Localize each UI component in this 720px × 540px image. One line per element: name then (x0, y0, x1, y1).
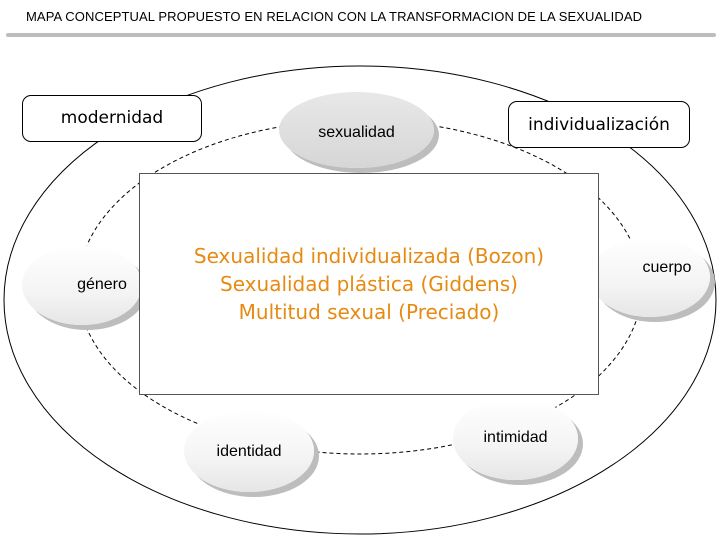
node-individualizacion-label: individualización (528, 114, 670, 135)
node-individualizacion: individualización (508, 101, 690, 148)
central-line-3: Multitud sexual (Preciado) (238, 300, 500, 324)
node-cuerpo-label: cuerpo (642, 259, 692, 276)
node-intimidad: intimidad (453, 398, 578, 480)
node-identidad-label: identidad (216, 443, 282, 460)
node-genero-label: género (77, 276, 127, 293)
title-underline (6, 33, 716, 37)
central-line-1: Sexualidad individualizada (Bozon) (193, 244, 545, 268)
node-intimidad-label: intimidad (483, 429, 548, 446)
diagram-title: MAPA CONCEPTUAL PROPUESTO EN RELACION CO… (26, 9, 643, 24)
node-cuerpo: cuerpo (590, 237, 710, 317)
central-concept-box: Sexualidad individualizada (Bozon) Sexua… (139, 173, 599, 395)
node-sexualidad-label: sexualidad (318, 124, 395, 141)
node-modernidad: modernidad (22, 95, 202, 142)
node-sexualidad: sexualidad (279, 92, 434, 168)
central-line-2: Sexualidad plástica (Giddens) (220, 272, 518, 296)
node-modernidad-label: modernidad (60, 108, 164, 128)
node-genero: género (22, 245, 142, 325)
node-identidad: identidad (184, 410, 314, 492)
outer-ellipse (3, 65, 717, 535)
